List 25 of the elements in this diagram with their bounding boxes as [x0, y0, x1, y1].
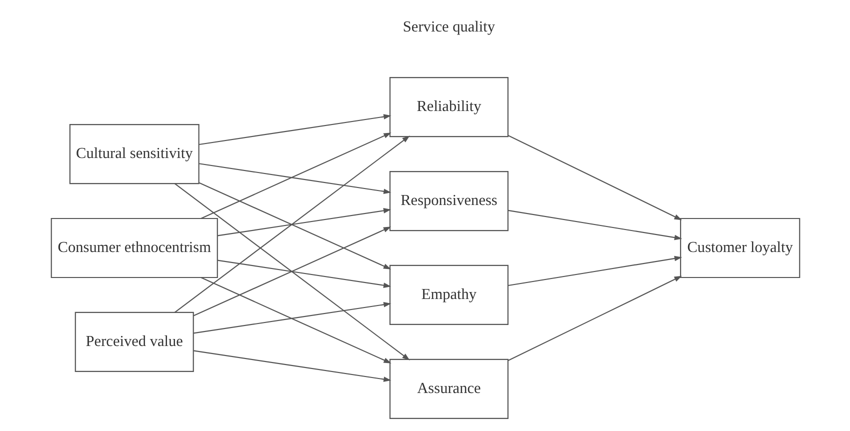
arrow [192, 350, 391, 382]
arrow [508, 256, 682, 286]
arrow [507, 276, 682, 362]
node-box: Perceived value [74, 312, 194, 372]
node-box: Empathy [388, 264, 508, 325]
arrow [216, 208, 391, 236]
arrow [174, 183, 410, 360]
arrow [174, 136, 410, 313]
node-box: Cultural sensitivity [68, 124, 199, 184]
arrow [192, 226, 391, 316]
arrow [508, 210, 682, 240]
arrow [507, 134, 682, 220]
arrow [200, 277, 391, 364]
node-box: Consumer ethnocentrism [50, 218, 218, 278]
node-box: Responsiveness [388, 171, 508, 232]
arrow [198, 163, 391, 194]
arrow [200, 132, 391, 219]
arrow [192, 302, 391, 334]
label: Service quality [402, 18, 495, 36]
arrow [216, 260, 391, 288]
arrow [198, 182, 391, 270]
node-box: Assurance [388, 358, 508, 419]
node-box: Reliability [388, 77, 508, 138]
node-box: Customer loyalty [680, 218, 800, 278]
arrow [198, 114, 391, 146]
